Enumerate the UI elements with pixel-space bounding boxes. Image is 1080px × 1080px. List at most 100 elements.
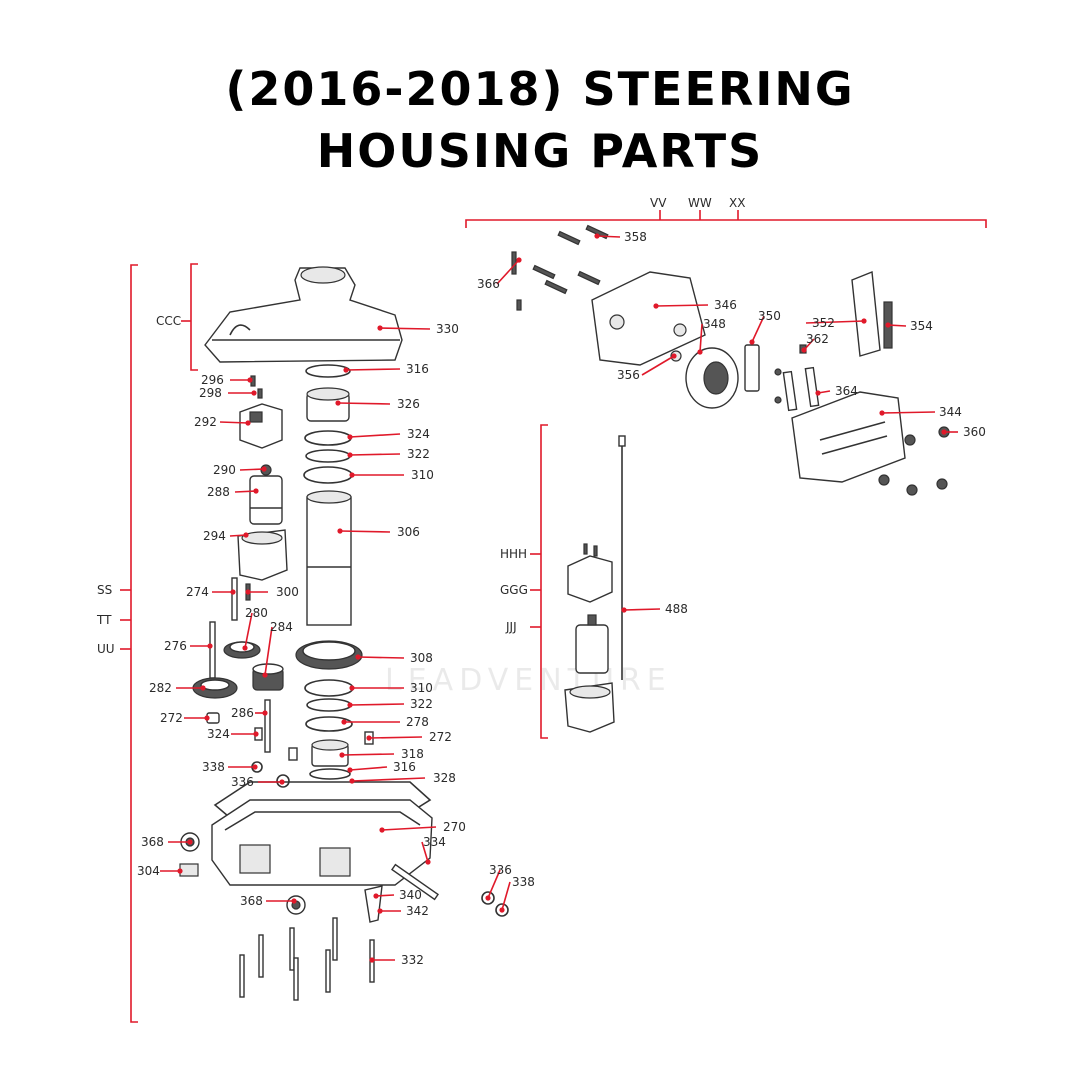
leader-line-488 <box>623 608 661 611</box>
leader-dot-308 <box>355 654 361 660</box>
page-title: (2016-2018) STEERING HOUSING PARTS <box>0 58 1080 182</box>
part-label-286: 286 <box>231 706 254 720</box>
part-label-292: 292 <box>194 415 217 429</box>
leader-line-308 <box>357 656 405 659</box>
part-label-318: 318 <box>401 747 424 761</box>
leader-line-348 <box>699 323 703 353</box>
part-label-272: 272 <box>429 730 452 744</box>
leader-line-358 <box>596 235 621 238</box>
part-label-324: 324 <box>407 427 430 441</box>
leader-dot-300 <box>245 589 251 595</box>
part-288-motor <box>249 475 283 525</box>
part-label-316: 316 <box>393 760 416 774</box>
part-278-shaft <box>264 699 271 753</box>
part-280-gear <box>223 641 261 659</box>
leader-dot-288 <box>253 488 259 494</box>
leader-line-316 <box>349 766 388 771</box>
leader-dot-356 <box>671 353 677 359</box>
part-316-lower-ring <box>309 768 351 780</box>
part-294-bracket <box>237 529 288 581</box>
part-label-274: 274 <box>186 585 209 599</box>
leader-line-328 <box>351 777 426 782</box>
part-label-368: 368 <box>240 894 263 908</box>
part-488-connector <box>618 435 626 447</box>
leader-dot-304 <box>177 868 183 874</box>
part-label-326: 326 <box>397 397 420 411</box>
leader-dot-298 <box>251 390 257 396</box>
group-label-ccc: CCC <box>156 314 181 328</box>
part-label-306: 306 <box>397 525 420 539</box>
leader-line-316 <box>345 368 401 371</box>
part-334-pin <box>391 863 439 901</box>
leader-line-346 <box>655 304 709 307</box>
leader-dot-296 <box>247 377 253 383</box>
part-number-labels: 3303162962983262923243223102902883062942… <box>137 230 986 967</box>
part-label-300: 300 <box>276 585 299 599</box>
leader-dot-354 <box>885 322 891 328</box>
part-label-296: 296 <box>201 373 224 387</box>
group-label-jjj: JJJ <box>505 620 517 634</box>
leader-line-366 <box>496 259 520 285</box>
leader-dot-360 <box>941 429 947 435</box>
part-348-wheel <box>685 347 739 409</box>
part-label-298: 298 <box>199 386 222 400</box>
part-label-288: 288 <box>207 485 230 499</box>
leader-dot-340 <box>373 893 379 899</box>
leader-dot-368 <box>291 898 297 904</box>
part-336-washer <box>276 774 290 788</box>
part-322-lower-ring <box>306 698 352 712</box>
part-346-mount-plate <box>591 271 706 366</box>
leader-dot-332 <box>369 957 375 963</box>
part-label-310: 310 <box>411 468 434 482</box>
bracket-main <box>130 264 138 1023</box>
leader-dot-358 <box>594 233 600 239</box>
leader-dot-310 <box>349 685 355 691</box>
leader-dot-348 <box>697 349 703 355</box>
part-label-362: 362 <box>806 332 829 346</box>
leader-line-306 <box>339 530 391 533</box>
part-298-screw <box>257 388 263 399</box>
leader-line-334 <box>421 841 429 863</box>
leader-line-288 <box>234 490 257 493</box>
leader-line-292 <box>219 421 249 424</box>
leader-line-330 <box>379 327 431 330</box>
part-label-322: 322 <box>407 447 430 461</box>
part-label-308: 308 <box>410 651 433 665</box>
part-label-340: 340 <box>399 888 422 902</box>
part-label-280: 280 <box>245 606 268 620</box>
part-label-290: 290 <box>213 463 236 477</box>
group-label-tt: TT <box>96 613 112 627</box>
part-label-276: 276 <box>164 639 187 653</box>
leader-dot-282 <box>200 685 206 691</box>
leader-dot-316 <box>343 367 349 373</box>
leader-line-318 <box>341 753 395 756</box>
leader-dot-352 <box>861 318 867 324</box>
leader-line-352 <box>805 320 865 324</box>
part-352-clamp <box>851 271 881 357</box>
leader-dot-272 <box>204 715 210 721</box>
part-label-364: 364 <box>835 384 858 398</box>
part-label-344: 344 <box>939 405 962 419</box>
group-label-ss: SS <box>97 583 112 597</box>
leader-line-290 <box>239 468 265 471</box>
leader-line-322 <box>349 453 401 456</box>
part-label-488: 488 <box>665 602 688 616</box>
part-330-cover <box>204 266 403 363</box>
leader-dot-362 <box>801 347 807 353</box>
part-label-356: 356 <box>617 368 640 382</box>
leader-dot-322 <box>347 702 353 708</box>
leader-line-354 <box>887 324 907 327</box>
part-label-338: 338 <box>512 875 535 889</box>
bracket-right-group <box>540 424 548 739</box>
part-label-304: 304 <box>137 864 160 878</box>
leader-dot-368 <box>187 839 193 845</box>
leader-dot-336 <box>485 895 491 901</box>
part-324-ring <box>304 430 352 446</box>
part-hhh-gearbox <box>567 543 613 603</box>
leader-dot-350 <box>749 339 755 345</box>
leader-dot-294 <box>243 532 249 538</box>
part-308-gear <box>295 640 363 670</box>
part-292-gearbox <box>239 403 283 449</box>
leader-line-294 <box>229 534 247 537</box>
bracket-top <box>465 219 987 228</box>
